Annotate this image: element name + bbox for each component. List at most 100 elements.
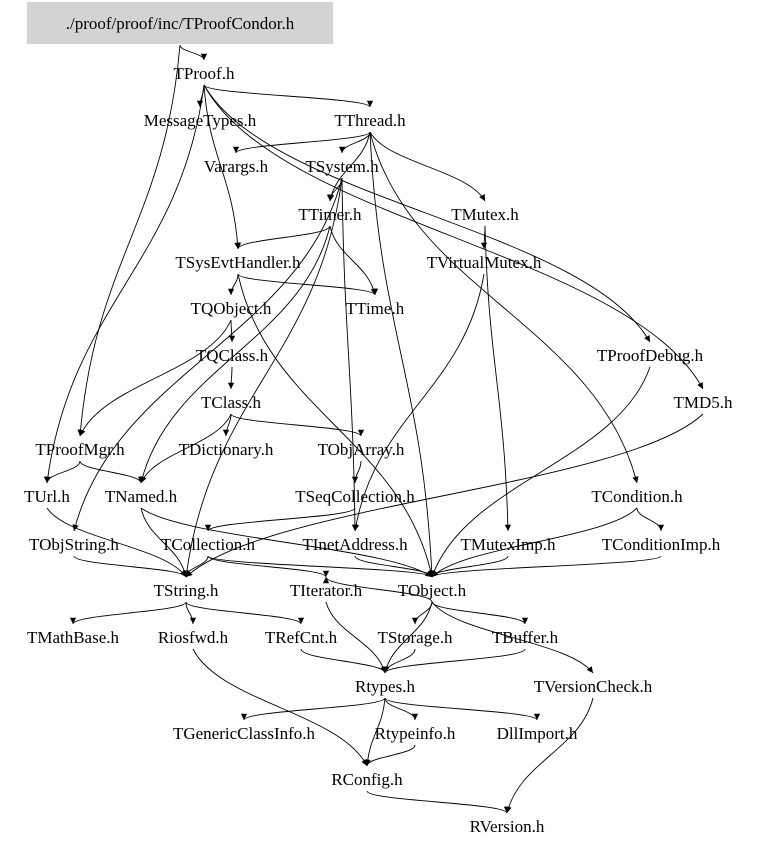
node-tmathbase[interactable]: TMathBase.h xyxy=(27,628,120,647)
node-tcollection[interactable]: TCollection.h xyxy=(161,535,255,554)
edge-tcollection-to-tstring xyxy=(182,555,209,578)
node-tseqcollection[interactable]: TSeqCollection.h xyxy=(295,487,415,506)
edge-tobject-to-rtypes xyxy=(383,601,433,674)
edge-ttimer-to-ttime xyxy=(329,225,377,296)
node-ttimer[interactable]: TTimer.h xyxy=(298,205,362,224)
edge-tqclass-to-tclass xyxy=(227,366,235,390)
node-ttime[interactable]: TTime.h xyxy=(346,299,405,318)
node-tconditionimp[interactable]: TConditionImp.h xyxy=(602,535,721,554)
edge-tcollection-to-titerator xyxy=(207,555,330,578)
node-tproofdebug[interactable]: TProofDebug.h xyxy=(597,346,704,365)
edges xyxy=(43,44,704,814)
edge-tobject-to-titerator xyxy=(322,576,433,603)
edge-tthread-to-tmutex xyxy=(369,131,486,202)
nodes: ./proof/proof/inc/TProofCondor.h TProof.… xyxy=(24,2,733,836)
node-tqobject[interactable]: TQObject.h xyxy=(191,299,272,318)
node-tversioncheck[interactable]: TVersionCheck.h xyxy=(534,677,653,696)
edge-root-to-tproofmgr xyxy=(77,44,181,437)
edge-tstring-to-trefcnt xyxy=(185,601,305,625)
edge-ttimer-to-tsysevthandler xyxy=(234,225,331,250)
node-tobjstring[interactable]: TObjString.h xyxy=(29,535,119,554)
edge-tmd5-to-tstring xyxy=(185,413,704,578)
edge-tstring-to-tmathbase xyxy=(69,601,187,625)
edge-tobject-to-tbuffer xyxy=(431,601,529,625)
node-rconfig[interactable]: RConfig.h xyxy=(331,770,403,789)
edge-rtypes-to-tgenericclassinfo xyxy=(240,697,386,721)
node-titerator[interactable]: TIterator.h xyxy=(290,581,363,600)
edge-tobjarray-to-tseqcollection xyxy=(351,460,362,484)
node-tsysevthandler[interactable]: TSysEvtHandler.h xyxy=(175,253,301,272)
edge-tseqcollection-to-tcollection xyxy=(204,507,356,532)
edge-rtypes-to-rtypeinfo xyxy=(384,697,419,721)
node-tqclass[interactable]: TQClass.h xyxy=(196,346,269,365)
edge-tobject-to-tversioncheck xyxy=(431,601,594,674)
node-tcondition[interactable]: TCondition.h xyxy=(591,487,683,506)
node-tmd5[interactable]: TMD5.h xyxy=(673,393,733,412)
root-node-box xyxy=(27,2,333,44)
node-rtypeinfo[interactable]: Rtypeinfo.h xyxy=(375,724,456,743)
edge-rtypeinfo-to-rconfig xyxy=(363,744,416,767)
node-tclass[interactable]: TClass.h xyxy=(201,393,261,412)
edge-tsystem-to-tstring xyxy=(183,177,343,578)
node-tnamed[interactable]: TNamed.h xyxy=(105,487,178,506)
edge-tproof-to-turl xyxy=(44,84,205,484)
node-varargs[interactable]: Varargs.h xyxy=(204,157,269,176)
node-tsystem[interactable]: TSystem.h xyxy=(305,157,379,176)
node-tmutex[interactable]: TMutex.h xyxy=(451,205,519,224)
edge-tcondition-to-tconditionimp xyxy=(636,507,665,532)
node-dllimport[interactable]: DllImport.h xyxy=(497,724,578,743)
node-tstring[interactable]: TString.h xyxy=(154,581,219,600)
node-tinetaddress[interactable]: TInetAddress.h xyxy=(302,535,408,554)
edge-tproof-to-tsysevthandler xyxy=(203,84,241,250)
edge-tcollection-to-tobject xyxy=(207,555,435,578)
edge-tclass-to-tdictionary xyxy=(222,413,232,437)
edge-tproofdebug-to-tobject xyxy=(431,366,651,578)
node-tvirtualmutex[interactable]: TVirtualMutex.h xyxy=(427,253,542,272)
node-tproof[interactable]: TProof.h xyxy=(174,64,235,83)
edge-tproof-to-tmd5 xyxy=(203,84,704,390)
edge-tsysevthandler-to-ttime xyxy=(237,273,379,296)
edge-tqobject-to-tqclass xyxy=(228,319,236,343)
edge-tthread-to-ttimer xyxy=(328,131,371,202)
edge-titerator-to-rtypes xyxy=(325,601,387,674)
edge-rtypes-to-rconfig xyxy=(364,697,386,767)
edge-tthread-to-tcondition xyxy=(369,131,639,484)
edge-riosfwd-to-rconfig xyxy=(192,648,368,767)
edge-tvirtualmutex-to-tinetaddress xyxy=(352,273,485,532)
node-tmuteximp[interactable]: TMutexImp.h xyxy=(461,535,556,554)
edge-tclass-to-tobjarray xyxy=(230,413,365,437)
node-tproofmgr[interactable]: TProofMgr.h xyxy=(35,440,125,459)
node-tobject[interactable]: TObject.h xyxy=(398,581,467,600)
node-messagetypes[interactable]: MessageTypes.h xyxy=(144,111,257,130)
edge-tproofmgr-to-turl xyxy=(43,460,81,484)
edge-tsysevthandler-to-tobject xyxy=(237,273,434,578)
node-tbuffer[interactable]: TBuffer.h xyxy=(492,628,559,647)
node-tstorage[interactable]: TStorage.h xyxy=(377,628,453,647)
node-rversion[interactable]: RVersion.h xyxy=(470,817,545,836)
node-riosfwd[interactable]: Riosfwd.h xyxy=(158,628,229,647)
node-trefcnt[interactable]: TRefCnt.h xyxy=(265,628,338,647)
edge-tversioncheck-to-rversion xyxy=(505,697,594,814)
edge-turl-to-tstring xyxy=(46,507,187,578)
node-turl[interactable]: TUrl.h xyxy=(24,487,70,506)
edge-tstring-to-riosfwd xyxy=(185,601,197,625)
node-rtypes[interactable]: Rtypes.h xyxy=(355,677,415,696)
node-tdictionary[interactable]: TDictionary.h xyxy=(179,440,274,459)
edge-tobjstring-to-tstring xyxy=(73,555,190,578)
edge-tcondition-to-tobject xyxy=(431,507,638,578)
node-tobjarray[interactable]: TObjArray.h xyxy=(318,440,405,459)
edge-tthread-to-tobject xyxy=(369,131,435,578)
edge-tsystem-to-tobjstring xyxy=(72,177,343,532)
node-tthread[interactable]: TThread.h xyxy=(334,111,406,130)
edge-rtypes-to-dllimport xyxy=(384,697,541,721)
root-node-label[interactable]: ./proof/proof/inc/TProofCondor.h xyxy=(66,14,295,33)
edge-tbuffer-to-rtypes xyxy=(381,648,526,674)
edge-rconfig-to-rversion xyxy=(366,790,511,814)
edge-tsysevthandler-to-tqobject xyxy=(227,273,239,296)
edge-tclass-to-tnamed xyxy=(140,413,232,484)
edge-tproof-to-tproofdebug xyxy=(203,84,651,343)
node-tgenericclassinfo[interactable]: TGenericClassInfo.h xyxy=(173,724,316,743)
edge-tnamed-to-tstring xyxy=(140,507,188,578)
edge-root-to-tproof xyxy=(179,44,208,61)
edge-tproof-to-tthread xyxy=(203,84,374,108)
